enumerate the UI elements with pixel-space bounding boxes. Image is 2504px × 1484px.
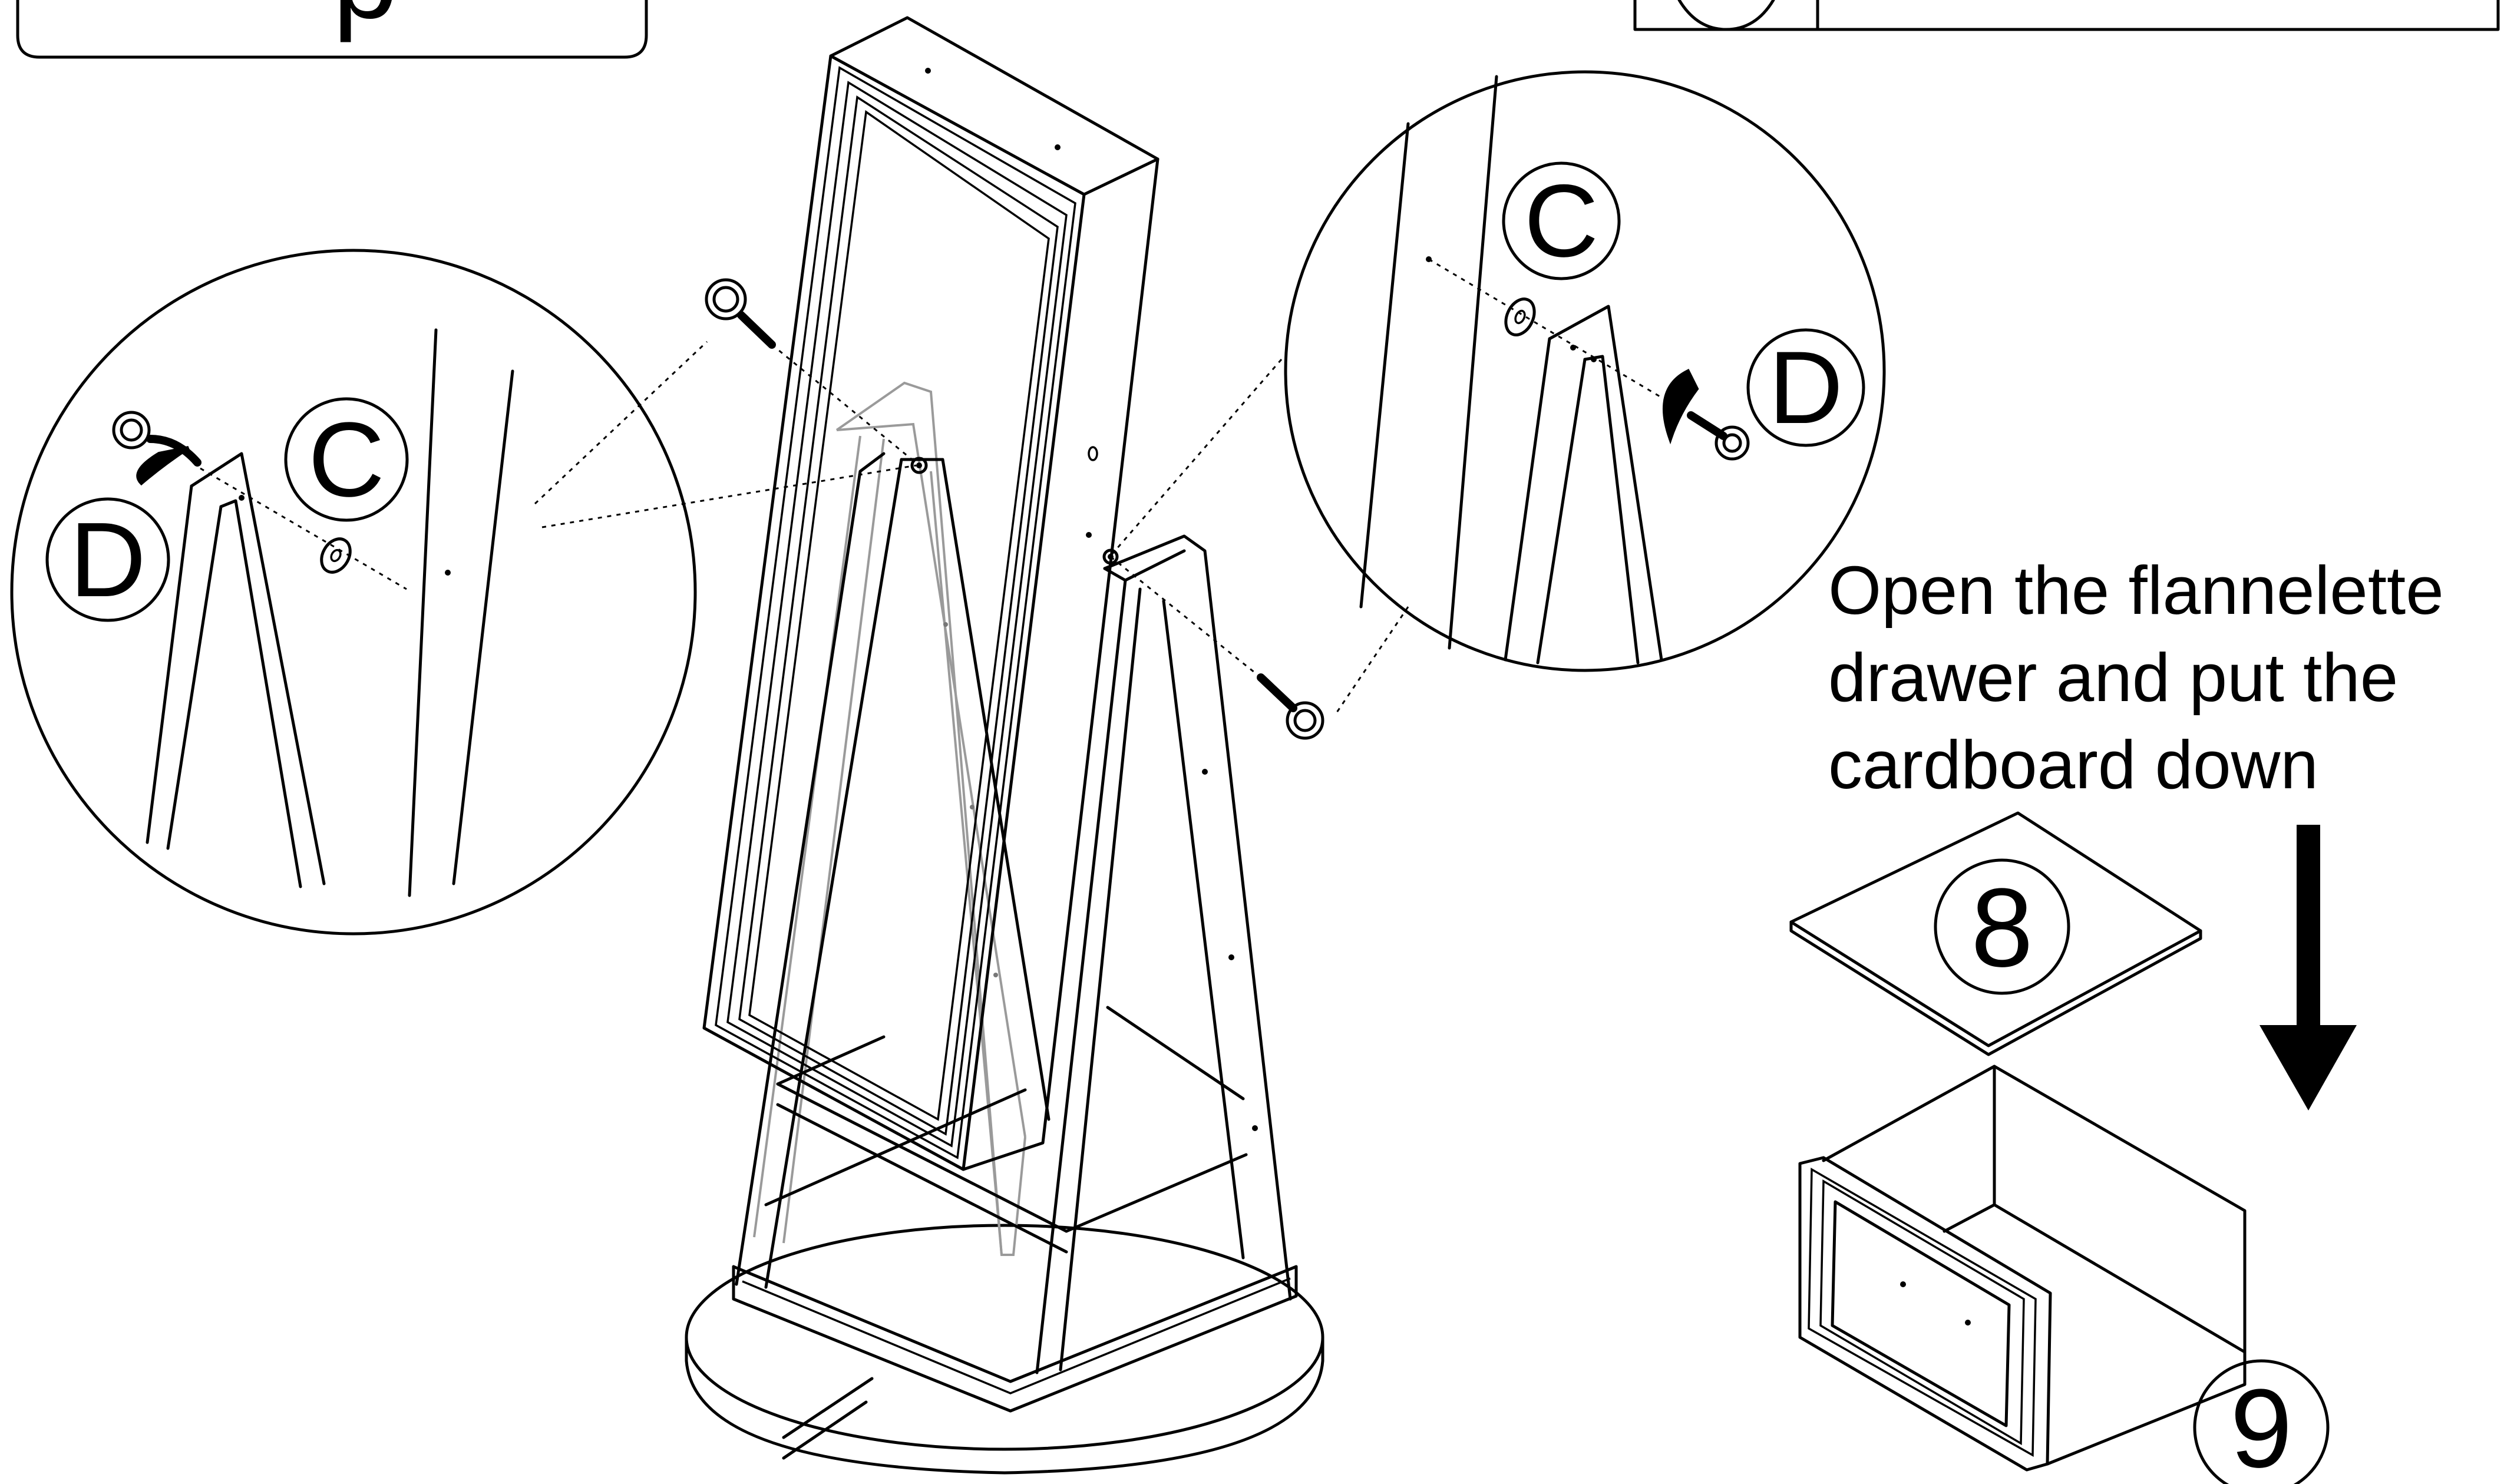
- left-detail-callout: C D: [10, 249, 917, 936]
- parts-legend-table: [1633, 0, 2500, 31]
- step-number: p: [332, 0, 398, 43]
- instruction-line-3: cardboard down: [1828, 726, 2318, 803]
- cardboard-number: 8: [1971, 865, 2033, 990]
- instruction-line-1: Open the flannelette: [1828, 552, 2444, 629]
- instruction-line-2: drawer and put the: [1828, 639, 2398, 716]
- drawer: 9: [1798, 1065, 2330, 1484]
- mirror-back-frame: [753, 381, 1026, 1256]
- right-bolt: [1086, 532, 1324, 740]
- right-detail-callout: C D: [1111, 70, 1886, 716]
- left-bolt: [705, 278, 928, 474]
- mirror-frame: [702, 16, 1159, 1171]
- step-number-box: p: [16, 0, 648, 59]
- right-label-c: C: [1524, 164, 1598, 279]
- round-base: [685, 1224, 1324, 1475]
- mirror-cabinet-assembly: [685, 16, 1324, 1475]
- drawer-number: 9: [2230, 1366, 2292, 1484]
- right-label-d: D: [1769, 330, 1843, 445]
- cardboard-panel: 8: [1789, 811, 2202, 1056]
- down-arrow-icon: [2259, 825, 2357, 1110]
- instruction-text: Open the flannelette drawer and put the …: [1828, 552, 2444, 803]
- a-frame-stand: [732, 452, 1298, 1413]
- left-label-d: D: [70, 501, 146, 619]
- left-label-c: C: [308, 401, 385, 519]
